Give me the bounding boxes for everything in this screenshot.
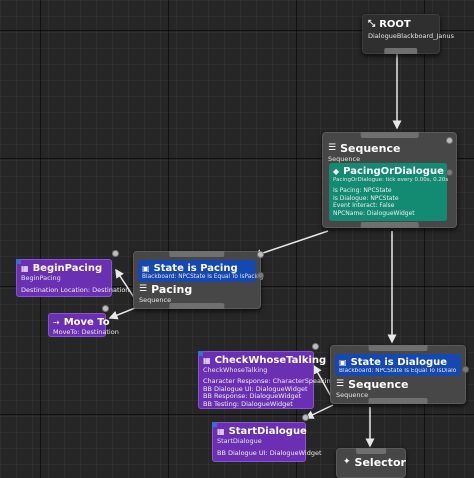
dialogue-sequence-node[interactable]: ▣ State is Dialogue Blackboard: NPCState… (330, 345, 469, 404)
pacing-input-pin[interactable] (169, 251, 225, 257)
pacing-order-pin[interactable] (257, 251, 264, 258)
breakpoint-marker (212, 422, 217, 427)
sequence-icon: ☰ (328, 143, 337, 153)
decorator-pacing-subtitle: Blackboard: NPCState Is Equal To IsPacin… (142, 274, 264, 280)
task-move-to[interactable]: ⇢ Move To MoveTo: Destination (48, 313, 119, 337)
decorator-pacing-title: State is Pacing (153, 263, 238, 274)
root-output-pin[interactable] (384, 48, 418, 54)
sequence-main-title: Sequence (340, 142, 401, 155)
service-title: PacingOrDialogue (343, 166, 444, 177)
sequence-main-input-pin[interactable] (360, 132, 419, 138)
decorator-dialogue-subtitle: Blackboard: NPCState Is Equal To IsDialo (339, 368, 457, 374)
service-pacing-or-dialogue[interactable]: ◆ PacingOrDialogue PacingOrDialogue: tic… (329, 163, 449, 221)
decorator-state-is-pacing[interactable]: ▣ State is Pacing Blackboard: NPCState I… (138, 260, 264, 282)
move-to-subtitle: MoveTo: Destination (53, 328, 119, 336)
root-title: ROOT (379, 19, 411, 30)
task-check-whose-talking[interactable]: ▦ CheckWhoseTalking CheckWhoseTalking Ch… (198, 351, 335, 409)
selector-title: Selector (354, 456, 406, 469)
begin-pacing-title: BeginPacing (32, 263, 103, 274)
sequence-main-order-pin[interactable] (446, 137, 453, 144)
check-line: BB Response: DialogueWidget (203, 392, 302, 400)
task-icon: ▦ (21, 263, 29, 273)
dialogue-output-pin[interactable] (368, 398, 428, 404)
service-icon: ◆ (333, 166, 340, 176)
check-title: CheckWhoseTalking (214, 355, 327, 366)
sequence-icon: ☰ (139, 284, 148, 294)
decorator-icon: ▣ (339, 357, 347, 367)
decorator-icon: ▣ (142, 263, 150, 273)
start-dialogue-subtitle: StartDialogue (217, 437, 262, 445)
decorator-dialogue-title: State is Dialogue (350, 357, 448, 368)
root-icon: ⤡ (368, 19, 376, 29)
service-subtitle: PacingOrDialogue: tick every 0.00s, 0.20… (333, 177, 449, 183)
pacing-subtitle: Sequence (139, 296, 172, 304)
decorator-pacing-order-pin[interactable] (257, 272, 264, 279)
begin-pacing-subtitle: BeginPacing (21, 274, 61, 282)
service-order-pin[interactable] (446, 169, 453, 176)
decorator-dialogue-order-pin[interactable] (462, 366, 469, 373)
move-to-title: Move To (63, 317, 110, 328)
service-line: Event Interact: False (333, 202, 395, 209)
move-to-icon: ⇢ (53, 317, 60, 327)
selector-icon: ✦ (343, 457, 351, 467)
check-line: Character Response: CharacterSpeaking (203, 377, 335, 385)
wire-dialogue-to-check (313, 364, 334, 401)
begin-pacing-order-pin[interactable] (112, 250, 119, 257)
dialogue-sequence-subtitle: Sequence (336, 391, 369, 399)
check-line: BB Dialogue UI: DialogueWidget (203, 384, 308, 393)
service-line: Is Pacing: NPCState (333, 187, 392, 194)
check-order-pin[interactable] (312, 343, 319, 350)
begin-pacing-line: Destination Location: Destination (21, 286, 130, 294)
wire-sequence-to-pacing (252, 230, 329, 258)
sequence-icon: ☰ (336, 379, 345, 389)
wire-dialogue-to-start (304, 404, 334, 419)
task-icon: ▦ (217, 426, 225, 436)
selector-input-pin[interactable] (356, 448, 386, 454)
sequence-main-subtitle: Sequence (328, 155, 361, 163)
pacing-sequence-node[interactable]: ▣ State is Pacing Blackboard: NPCState I… (133, 251, 264, 309)
move-to-order-pin[interactable] (102, 305, 109, 312)
dialogue-sequence-title: Sequence (348, 378, 409, 391)
task-begin-pacing[interactable]: ▦ BeginPacing BeginPacing Destination Lo… (16, 259, 130, 297)
pacing-output-pin[interactable] (169, 303, 225, 309)
root-node[interactable]: ⤡ ROOT DialogueBlackboard_Janus (362, 14, 454, 54)
start-dialogue-order-pin[interactable] (302, 414, 309, 421)
check-line: BB Testing: DialogueWidget (203, 399, 293, 408)
check-subtitle: CheckWhoseTalking (203, 366, 268, 374)
sequence-node-main[interactable]: ☰ Sequence Sequence ◆ PacingOrDialogue P… (322, 132, 457, 228)
breakpoint-marker (198, 351, 203, 356)
task-icon: ▦ (203, 355, 211, 365)
pacing-title: Pacing (151, 283, 193, 296)
start-dialogue-line: BB Dialogue UI: DialogueWidget (217, 449, 322, 457)
dialogue-input-pin[interactable] (368, 345, 428, 351)
task-start-dialogue[interactable]: ▦ StartDialogue StartDialogue BB Dialogu… (212, 422, 322, 462)
selector-node[interactable]: ✦ Selector (336, 448, 406, 478)
service-line: NPCName: DialogueWidget (333, 209, 415, 217)
sequence-main-output-pin[interactable] (360, 222, 419, 228)
start-dialogue-title: StartDialogue (228, 426, 307, 437)
decorator-state-is-dialogue[interactable]: ▣ State is Dialogue Blackboard: NPCState… (335, 354, 461, 376)
service-line: Is Dialogue: NPCState (333, 194, 399, 202)
root-blackboard: DialogueBlackboard_Janus (368, 32, 454, 40)
breakpoint-marker (16, 259, 21, 264)
